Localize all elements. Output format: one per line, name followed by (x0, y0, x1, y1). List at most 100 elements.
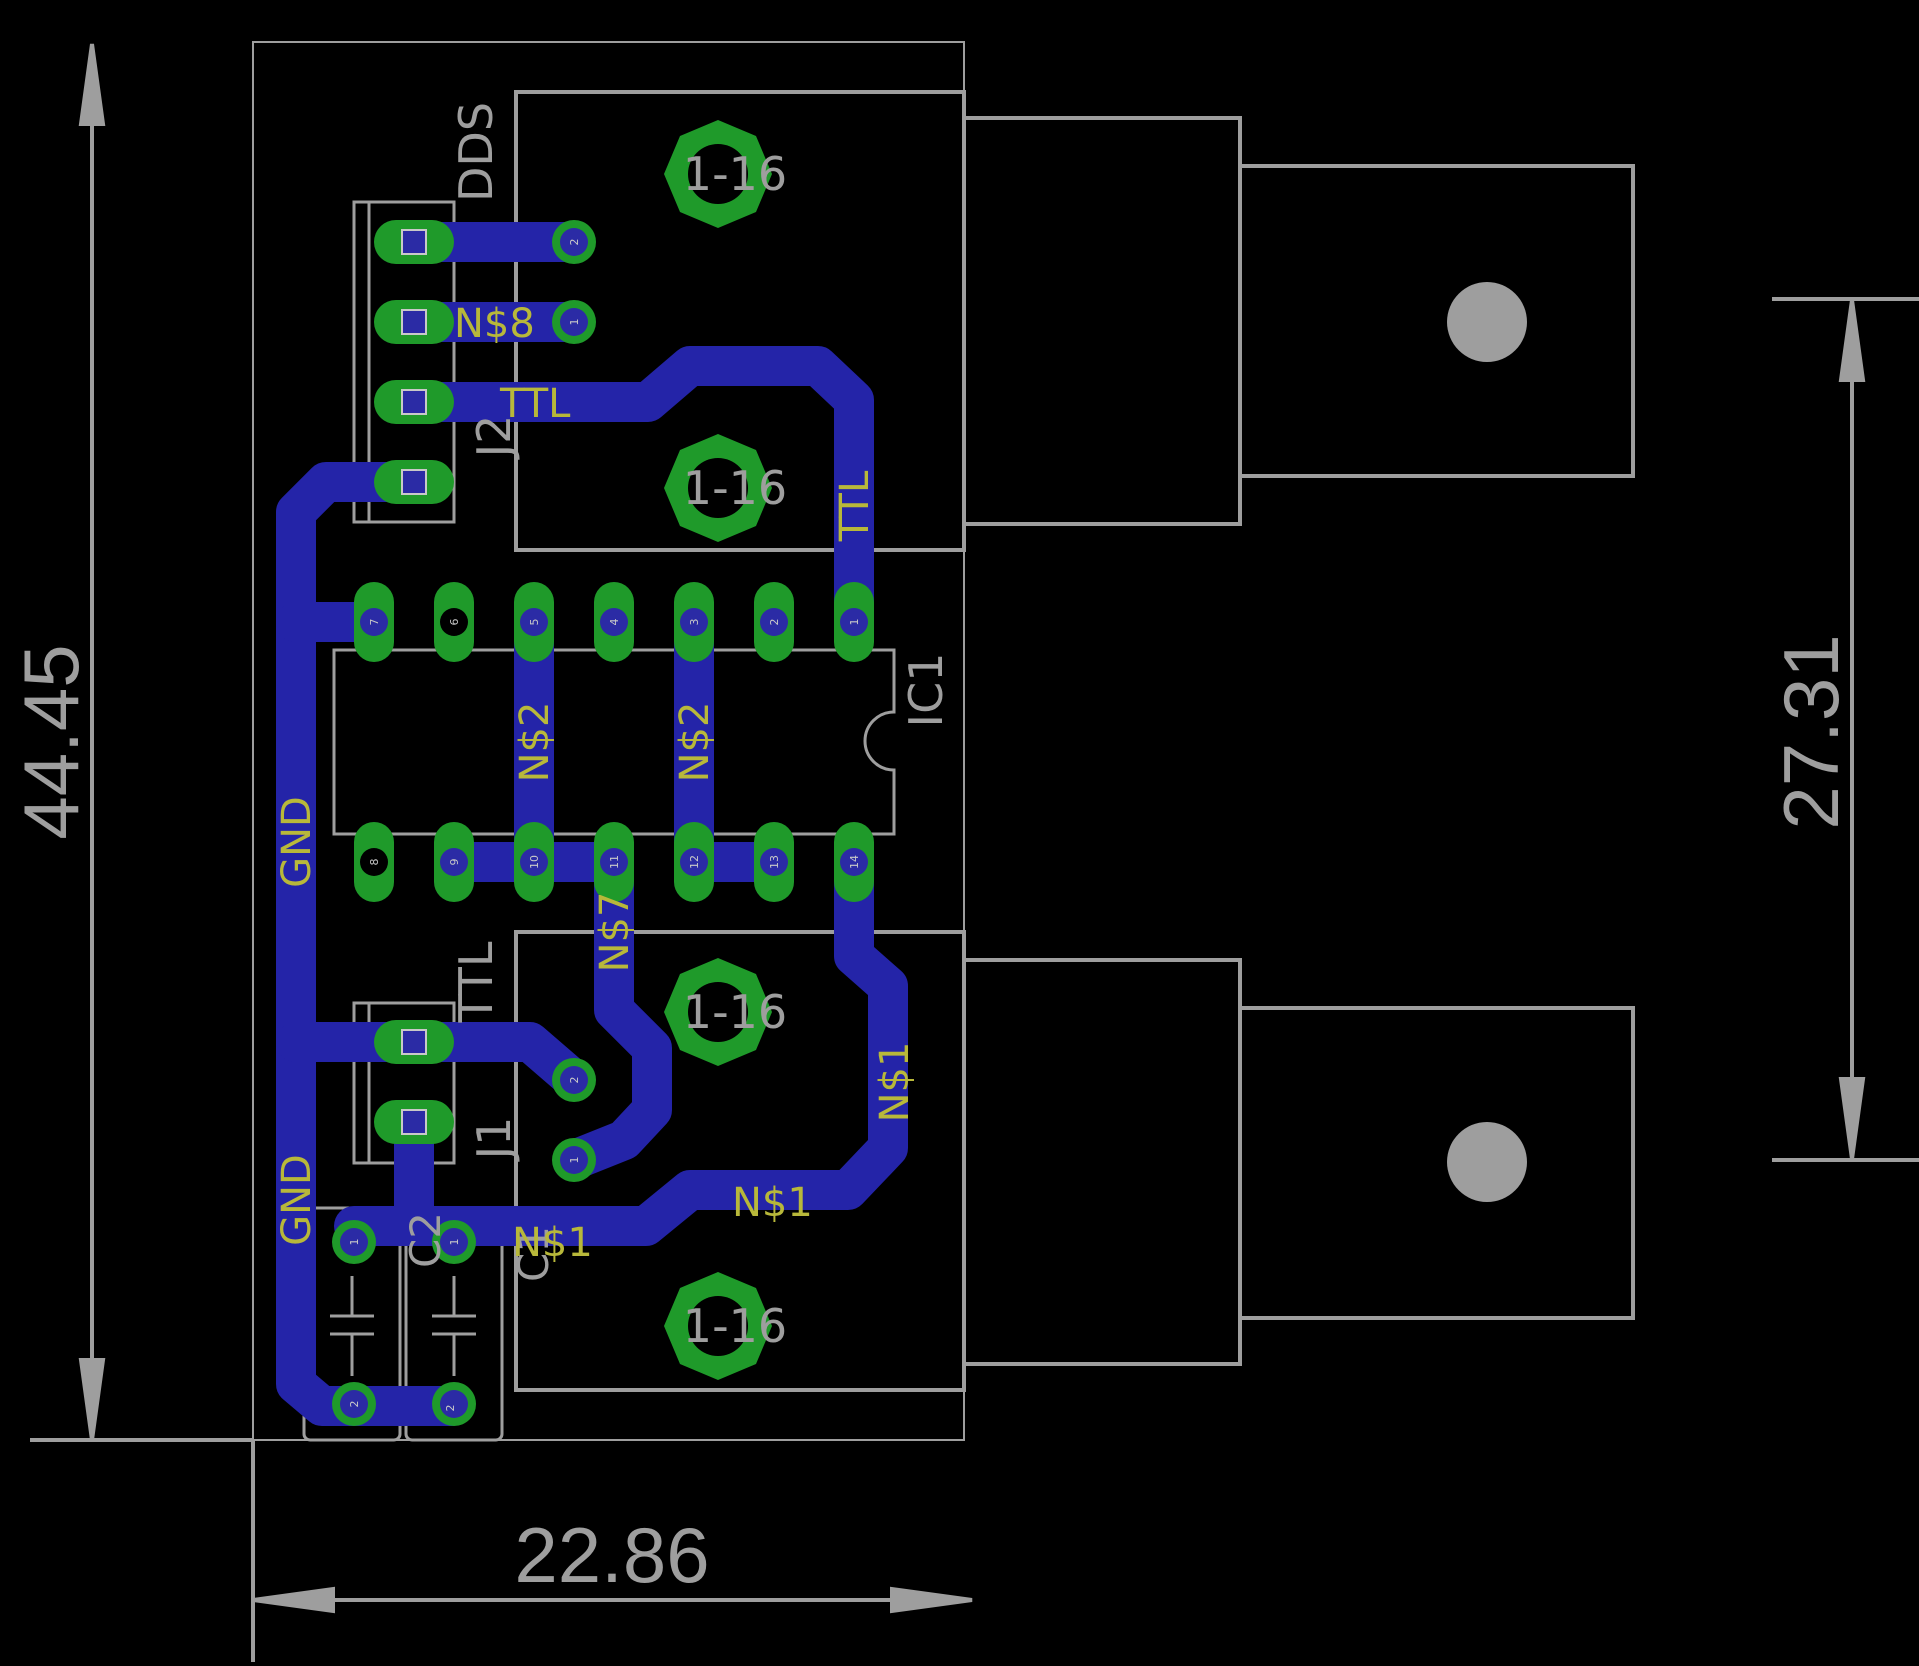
c2-pad-2: 2 (332, 1382, 376, 1426)
j1-pad-1 (374, 1020, 454, 1064)
sma-top-pad-2-label: 2 (568, 239, 581, 246)
j1-pad-2 (374, 1100, 454, 1144)
capacitor-c1-pads: 1 2 (432, 1220, 476, 1426)
sma-bottom-pad-2-label: 2 (568, 1077, 581, 1084)
ic-pin-2-label: 2 (768, 619, 781, 626)
connector-dds-label: DDS (449, 102, 503, 202)
mount-hole-2: 1-16 (664, 434, 787, 542)
net-gnd-label-b: GND (274, 1154, 320, 1246)
ic-pin-13-label: 13 (768, 855, 781, 869)
trace-n1 (334, 842, 908, 1246)
ic-pin-2: 2 (754, 582, 794, 662)
j2-pad-2 (374, 300, 454, 344)
header-j2-outline (352, 200, 456, 524)
net-n7-label: N$7 (592, 892, 638, 973)
ic-pin-13: 13 (754, 822, 794, 902)
net-ttl-label-a: TTL (499, 381, 571, 427)
connector-ttl-label: TTL (449, 941, 503, 1023)
ic-pin-1: 1 (834, 582, 874, 662)
net-n8-label: N$8 (454, 301, 535, 347)
ic-pin-4-label: 4 (608, 619, 621, 626)
ic-pin-14-label: 14 (848, 855, 861, 869)
ic-pin-5-label: 5 (528, 619, 541, 626)
ic1-top-pads: 7 6 5 4 3 2 1 (354, 582, 874, 662)
c1-pad-2-label: 2 (444, 1405, 457, 1412)
ic1-outline (332, 648, 896, 836)
copper-traces (276, 222, 908, 1426)
mount-hole-3: 1-16 (664, 958, 787, 1066)
c1-pad-2: 2 (432, 1382, 476, 1426)
j2-pad-1 (374, 220, 454, 264)
ic-pin-9: 9 (434, 822, 474, 902)
ic-pin-8-label: 8 (368, 859, 381, 866)
dimension-height (30, 43, 252, 1442)
ic-pin-10: 10 (514, 822, 554, 902)
ic-pin-14: 14 (834, 822, 874, 902)
net-gnd-label-a: GND (274, 796, 320, 888)
j2-pad-3 (374, 380, 454, 424)
mount-hole-4: 1-16 (664, 1272, 787, 1380)
sma-connector-bottom (514, 930, 1635, 1392)
ic-pin-12-label: 12 (688, 855, 701, 869)
c1-pad-1: 1 (432, 1220, 476, 1264)
dimension-height-label: 44.45 (7, 644, 95, 839)
mount-hole-3-label: 1-16 (683, 985, 787, 1039)
mount-hole-4-label: 1-16 (683, 1299, 787, 1353)
j2-pad-4 (374, 460, 454, 504)
c2-pad-1: 1 (332, 1220, 376, 1264)
sma-bottom-signal-pads: 2 1 (552, 1058, 596, 1182)
ic-pin-1-label: 1 (848, 619, 861, 626)
ic-pin-8: 8 (354, 822, 394, 902)
header-j1-pads (374, 1020, 454, 1144)
ic1-label: IC1 (899, 653, 953, 728)
ic-pin-4: 4 (594, 582, 634, 662)
ic-pin-7: 7 (354, 582, 394, 662)
trace-n7 (554, 842, 672, 1180)
ic-pin-11: 11 (594, 822, 634, 902)
sma-top-signal-pads: 2 1 (552, 220, 596, 344)
ic-pin-3-label: 3 (688, 619, 701, 626)
capacitor-c1-label: C1 (509, 1226, 558, 1282)
sma-top-pad-2: 2 (552, 220, 596, 264)
ic-pin-10-label: 10 (528, 855, 541, 869)
ic-pin-11-label: 11 (608, 855, 621, 869)
sma-top-pad-1: 1 (552, 300, 596, 344)
dimension-width-label: 22.86 (514, 1511, 709, 1599)
ic-pin-6: 6 (434, 582, 474, 662)
ic-pin-9-label: 9 (448, 859, 461, 866)
mount-hole-1: 1-16 (664, 120, 787, 228)
mount-hole-2-label: 1-16 (683, 461, 787, 515)
net-n1-label-b: N$1 (732, 1180, 813, 1226)
sma-bottom-pad-1-label: 1 (568, 1157, 581, 1164)
header-j2-pads (374, 220, 454, 504)
ic-pin-7-label: 7 (368, 619, 381, 626)
sma-bottom-pad-2: 2 (552, 1058, 596, 1102)
header-j1-label: J1 (467, 1117, 521, 1163)
c1-pad-1-label: 1 (448, 1239, 461, 1246)
c2-pad-1-label: 1 (348, 1239, 361, 1246)
sma-bottom-pad-1: 1 (552, 1138, 596, 1182)
net-n1-label-a: N$1 (872, 1042, 918, 1123)
c2-pad-2-label: 2 (348, 1401, 361, 1408)
ic1-bottom-pads: 8 9 10 11 12 13 14 (354, 822, 874, 902)
board-outline (252, 41, 965, 1441)
capacitor-c2-label: C2 (401, 1212, 450, 1268)
dimension-width (251, 1440, 973, 1662)
trace-ttl-top (394, 346, 874, 642)
capacitor-c2-pads: 1 2 (332, 1220, 376, 1426)
net-n2-label-b: N$2 (672, 702, 718, 783)
ic-pin-6-label: 6 (448, 619, 461, 626)
header-j2-label: J2 (467, 415, 521, 461)
sma-top-center-pin (1447, 282, 1527, 362)
net-n1-label-c: N$1 (512, 1220, 593, 1266)
ic-pin-3: 3 (674, 582, 714, 662)
sma-bottom-center-pin (1447, 1122, 1527, 1202)
sma-top-pad-1-label: 1 (568, 319, 581, 326)
net-ttl-label-b: TTL (832, 470, 878, 542)
net-n2-label-a: N$2 (512, 702, 558, 783)
dimension-connector-spacing-label: 27.31 (1767, 634, 1855, 829)
ic-pin-12: 12 (674, 822, 714, 902)
mount-hole-1-label: 1-16 (683, 147, 787, 201)
ic-pin-5: 5 (514, 582, 554, 662)
